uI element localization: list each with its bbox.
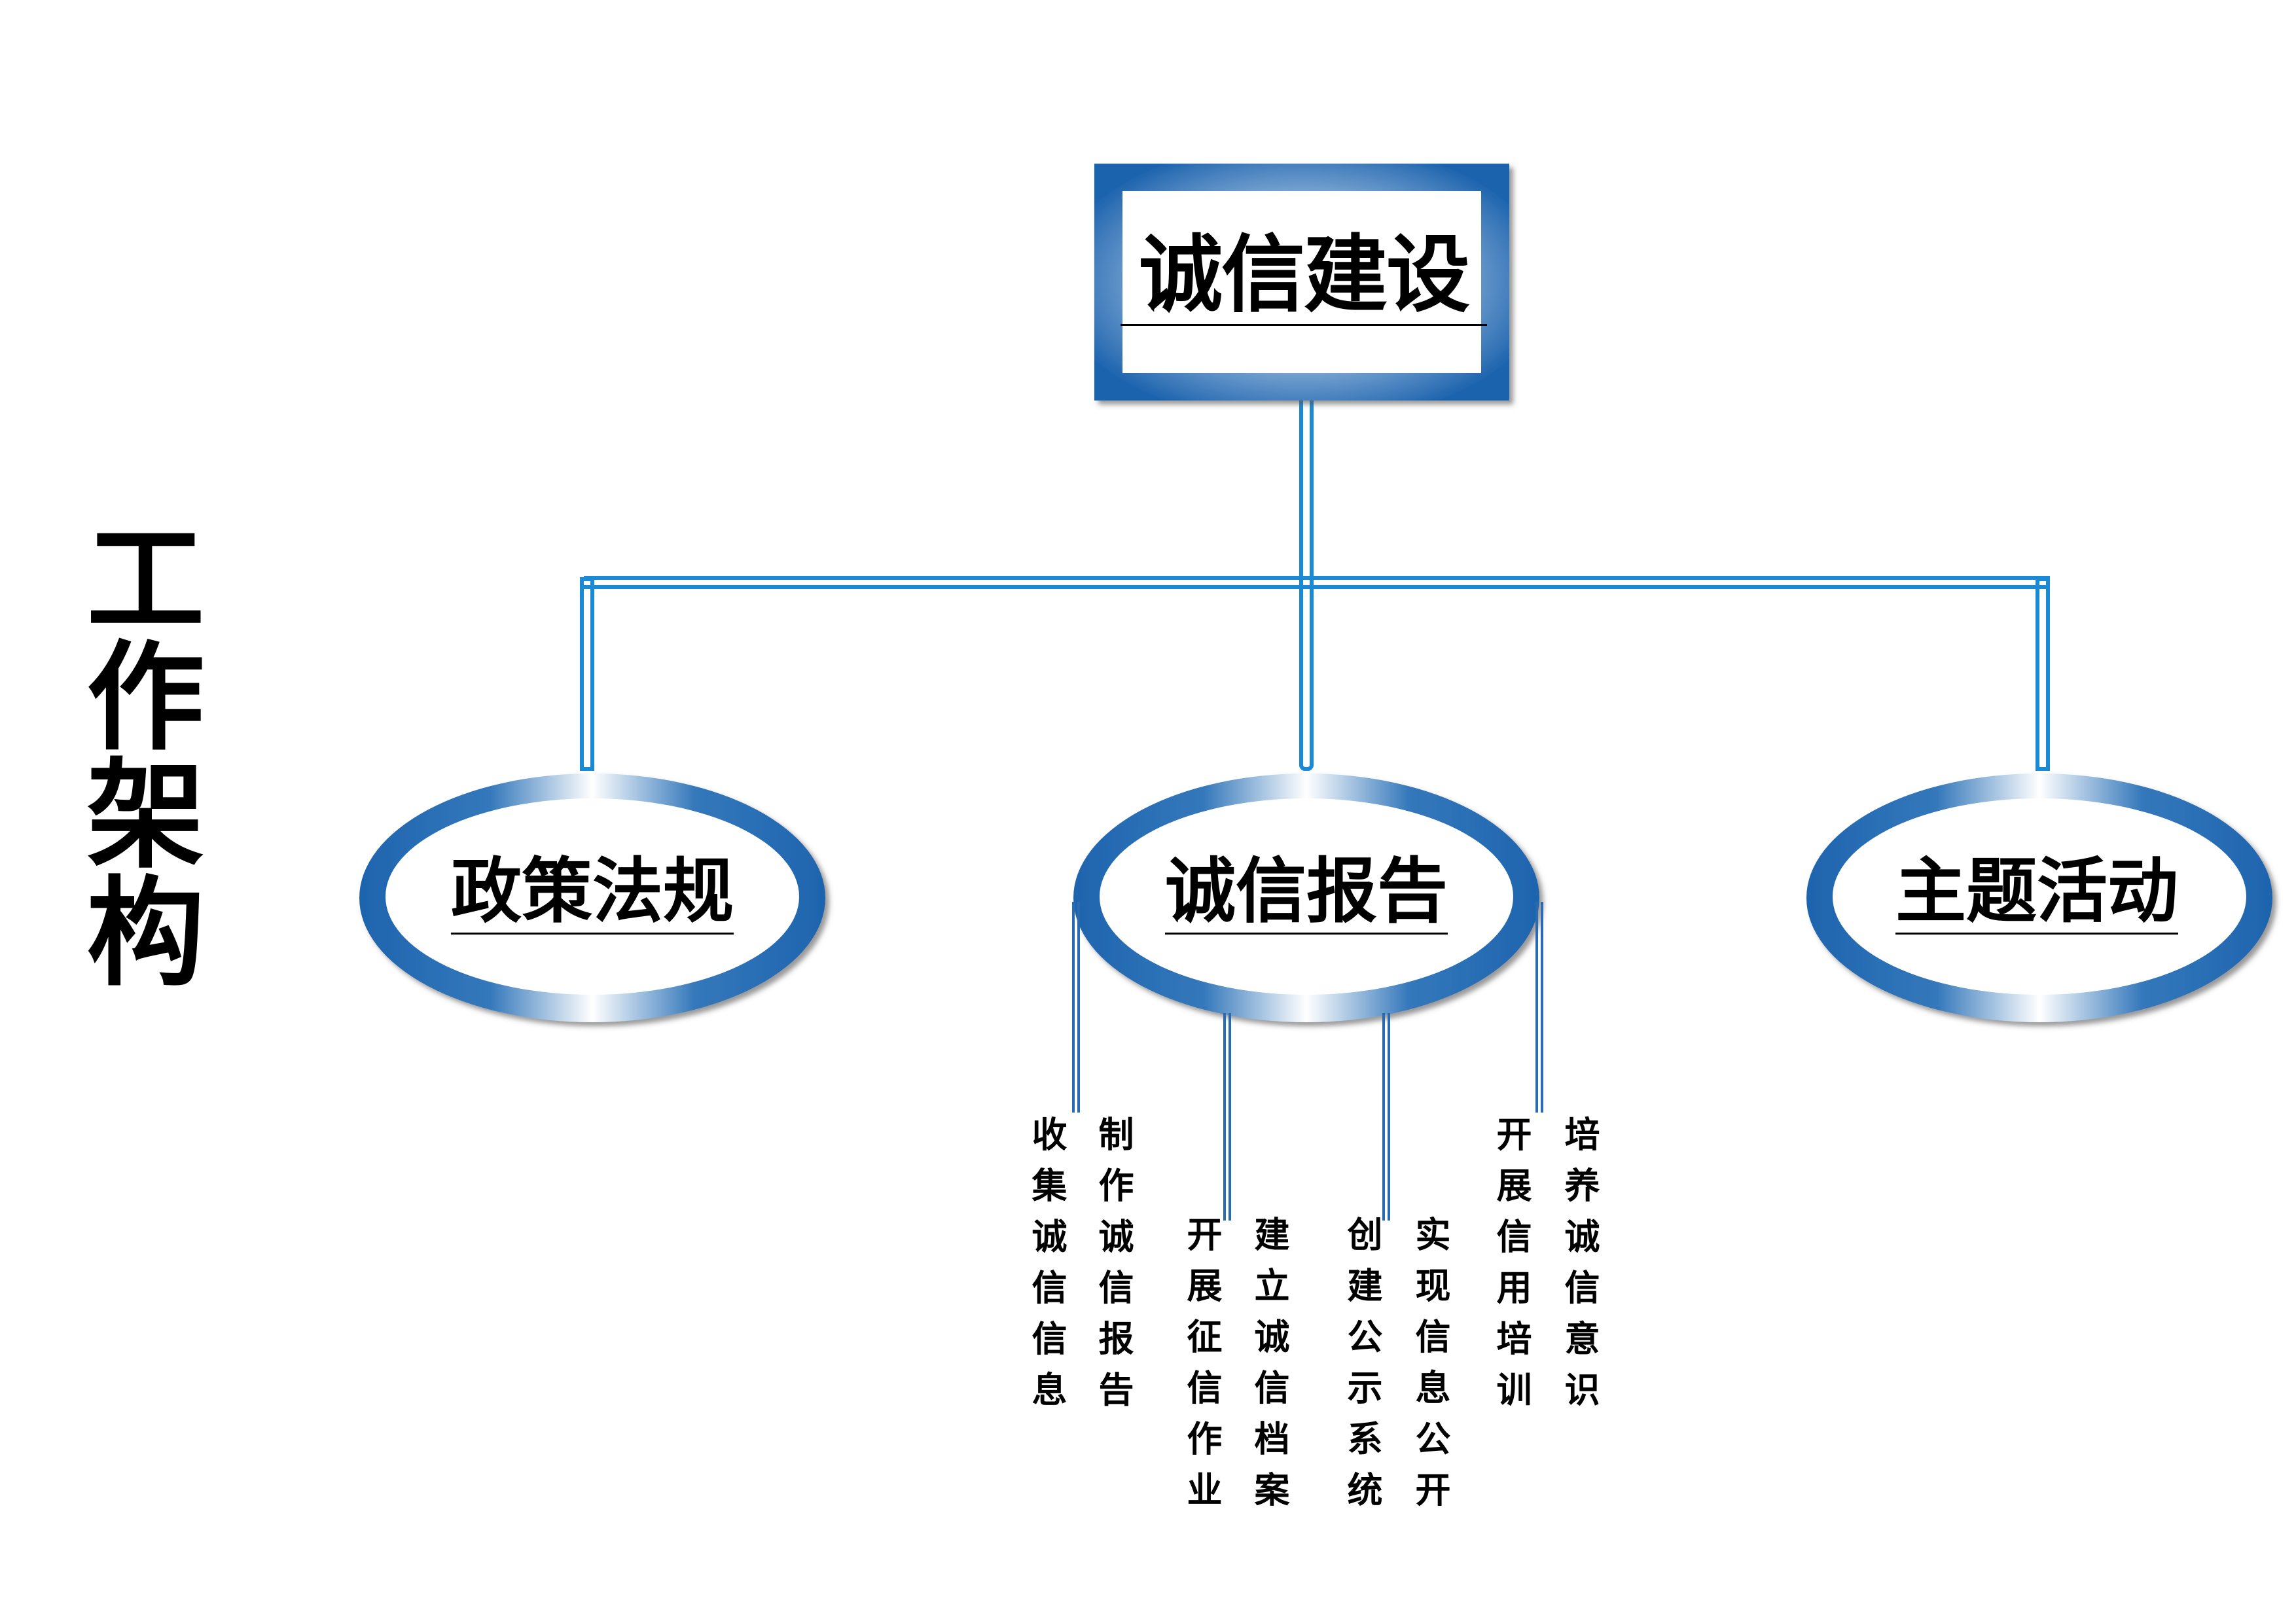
left-connector: [580, 577, 594, 771]
oval-policy: [359, 774, 825, 1022]
right-connector: [2036, 577, 2050, 771]
sub-item: 培养诚信意识: [1558, 1116, 1600, 1422]
branch-policy-label: 政策法规: [450, 851, 734, 935]
root-connector: [1299, 394, 1314, 771]
sub-item: 制作诚信报告: [1092, 1116, 1134, 1422]
oval-activities: [1806, 774, 2272, 1022]
oval-report: [1073, 774, 1539, 1022]
sub-connectors: [1072, 902, 1543, 1221]
sub-item: 实现信息公开: [1409, 1216, 1451, 1522]
branch-activities-label: 主题活动: [1895, 851, 2179, 935]
connectors: [580, 394, 2050, 771]
sub-item: 开展信用培训: [1490, 1116, 1532, 1422]
root-box: [1094, 164, 1509, 401]
side-title: 工作架构: [66, 517, 204, 988]
sub-item: 建立诚信档案: [1248, 1216, 1290, 1522]
sub-item: 创建公示系统: [1341, 1216, 1383, 1522]
sub-item: 收集诚信信息: [1026, 1116, 1067, 1422]
root-title: 诚信建设: [1121, 226, 1487, 326]
branch-report-label: 诚信报告: [1164, 851, 1448, 935]
sub-item: 开展征信作业: [1181, 1216, 1223, 1522]
